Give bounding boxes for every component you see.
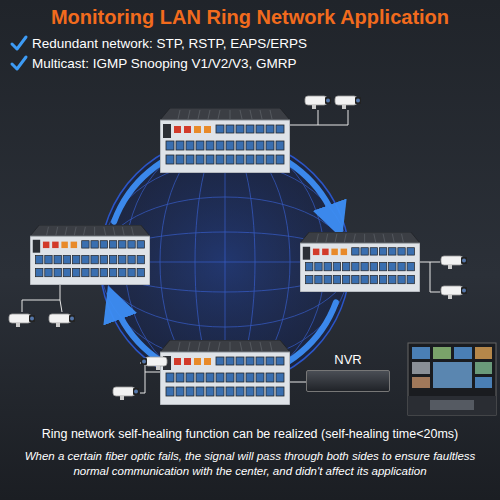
caption: Ring network self-healing function can b… [4, 426, 496, 442]
switch [160, 108, 290, 173]
switch [300, 232, 420, 292]
device-label: NVR [306, 352, 390, 368]
switch [30, 225, 150, 285]
nvr-device: NVR [306, 352, 390, 392]
monitor-wall [408, 343, 496, 415]
feature-line: Redundant network: STP, RSTP, EAPS/ERPS [32, 35, 492, 52]
check-mark [12, 37, 26, 69]
note-text: When a certain fiber optic fails, the si… [12, 449, 488, 479]
switch [160, 340, 290, 405]
feature-line: Multicast: IGMP Snooping V1/V2/V3, GMRP [32, 55, 492, 72]
nvr-box [306, 370, 390, 392]
title: Monitoring LAN Ring Network Application [0, 5, 500, 29]
camera [9, 96, 467, 400]
